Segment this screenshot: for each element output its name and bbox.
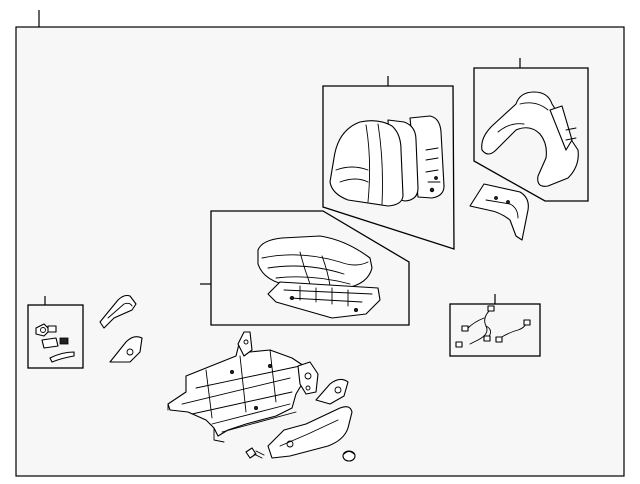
hinge-cover-left-part[interactable] — [99, 294, 137, 329]
side-shield-part[interactable] — [267, 406, 353, 459]
recliner-cover-part[interactable] — [469, 183, 529, 241]
wire-harness-part[interactable] — [455, 305, 531, 348]
headrest-trim-part[interactable] — [481, 91, 579, 187]
seat-cushion-group — [200, 210, 410, 326]
fastener-kit-group — [27, 296, 84, 369]
headrest-group — [473, 58, 589, 202]
hinge-cover-lower-part[interactable] — [109, 336, 143, 363]
hinge-cover-right-part[interactable] — [315, 378, 349, 405]
seat-track-frame-part[interactable] — [167, 331, 319, 443]
seat-back-group — [322, 76, 455, 250]
seat-back-cover-part[interactable] — [329, 115, 445, 207]
knob-part[interactable] — [342, 450, 356, 462]
seat-cushion-part[interactable] — [257, 235, 381, 319]
wire-harness-group — [449, 294, 541, 357]
fastener-kit-part[interactable] — [35, 323, 75, 363]
screw-part[interactable] — [245, 447, 265, 459]
